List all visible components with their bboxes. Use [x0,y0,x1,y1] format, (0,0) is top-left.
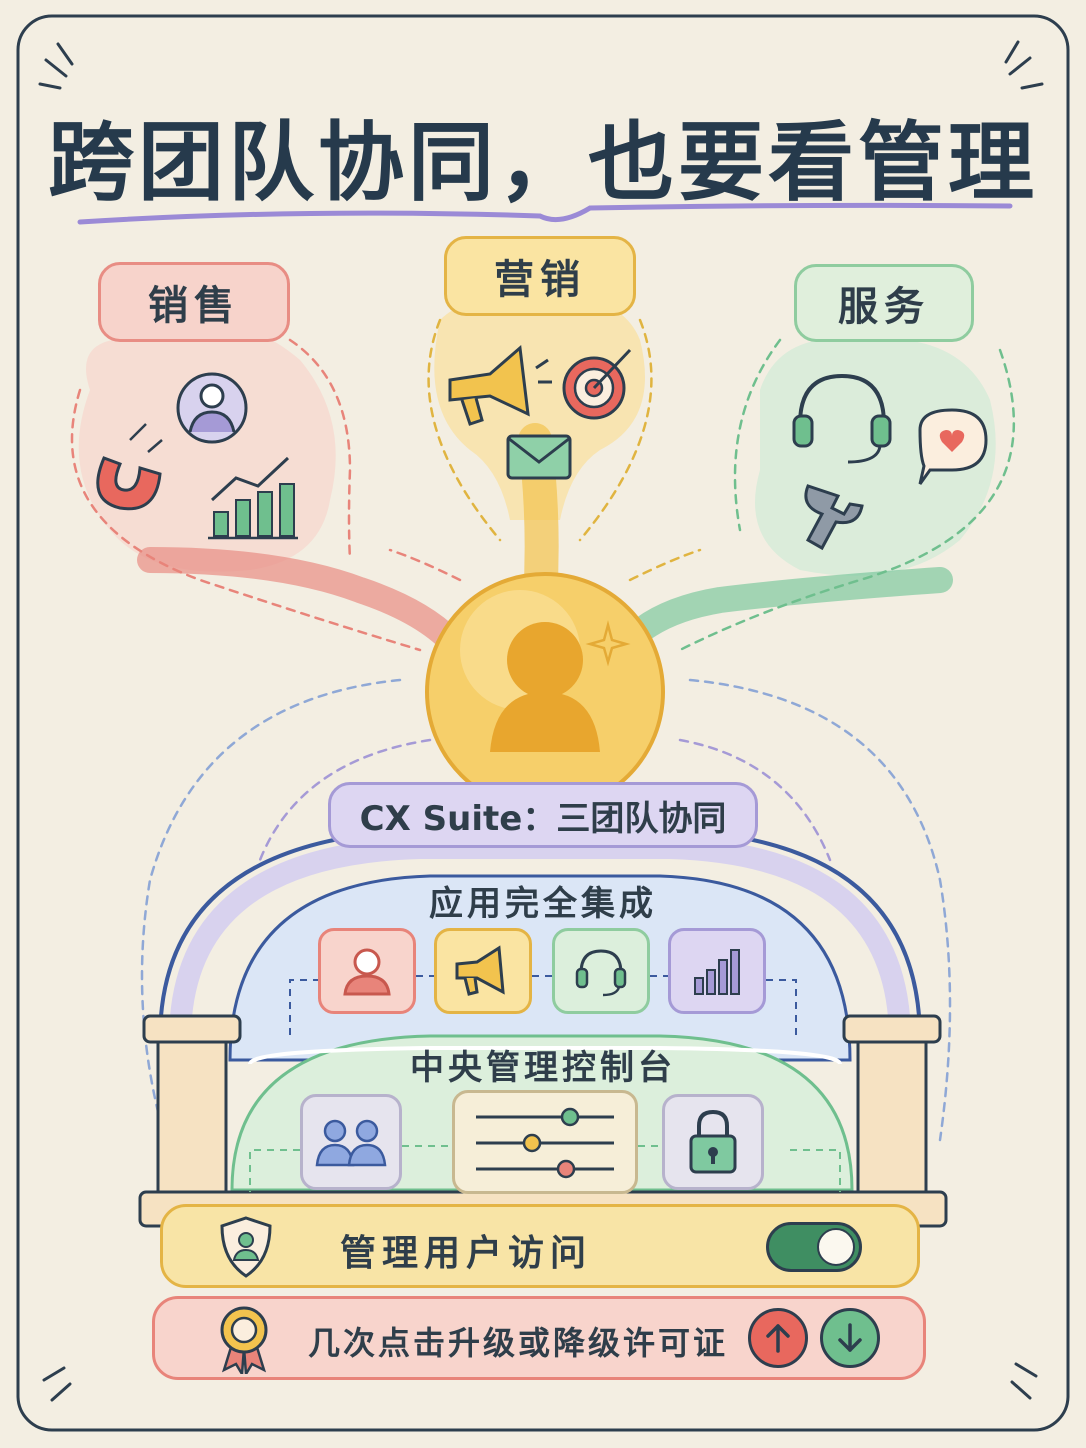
corner-sparks [38,40,1044,1402]
customer-icon [490,622,600,752]
right-pillar [856,1040,928,1194]
license-row [152,1296,926,1380]
apps-section-title: 应用完全集成 [429,884,657,924]
left-inner-arrow [258,738,432,862]
sales-ribbon [137,547,463,653]
sales-arrow-2 [288,338,352,562]
title-underline [77,202,1013,225]
outer-arch-fill [169,837,911,1041]
left-pillar [156,1040,228,1194]
headset-icon [792,373,892,464]
magnet-icon [96,423,163,511]
sliders-icon [476,1107,614,1179]
arrow-down-icon [838,1323,862,1352]
downgrade-license-button[interactable] [820,1308,880,1368]
access-toggle-knob [817,1228,855,1266]
user-group-icon [315,1119,387,1167]
marketing-cloud [434,297,645,520]
page-title: 跨团队协同，也要看管理 [48,113,1038,213]
manage-access-label: 管理用户访问 [340,1233,593,1274]
heart-chat-icon [918,408,988,485]
right-pillar-cap [842,1014,942,1044]
service-app-tile [552,928,650,1014]
bar-chart-icon [694,949,740,995]
apps-layer [228,874,852,1062]
marketing-arrow-1 [427,318,502,542]
analytics-app-tile [668,928,766,1014]
email-icon [506,434,572,480]
page-frame [16,14,1070,1432]
security-console-tile [662,1094,764,1190]
users-console-tile [300,1094,402,1190]
right-loop-arrow [688,678,952,1142]
wrench-icon [804,484,864,551]
sparkle-icon [585,620,631,667]
access-toggle[interactable] [766,1222,862,1272]
user-icon [343,948,391,996]
shield-user-icon [220,1216,272,1278]
upgrade-license-button[interactable] [748,1308,808,1368]
service-arrow-1 [733,338,782,532]
suite-label: CX Suite：三团队协同 [328,782,758,848]
service-ribbon [617,567,953,653]
marketing-arrow-3 [628,548,702,582]
user-circle-icon [176,372,248,444]
service-arrow-2 [678,348,1015,652]
license-label: 几次点击升级或降级许可证 [308,1324,729,1362]
megaphone-icon [448,345,552,426]
headset-icon [575,949,627,997]
service-team-label: 服务 [794,264,974,342]
marketing-arrow-2 [578,318,653,542]
console-section-title: 中央管理控制台 [410,1048,676,1088]
sales-team-label: 销售 [98,262,290,342]
settings-console-tile [452,1090,638,1194]
award-badge-icon [220,1306,268,1374]
sales-app-tile [318,928,416,1014]
megaphone-icon [455,945,505,996]
left-pillar-cap [142,1014,242,1044]
marketing-team-label: 营销 [444,236,636,316]
sales-arrow-3 [388,548,462,582]
growth-chart-icon [208,456,298,540]
target-icon [562,348,632,420]
arrow-up-icon [766,1324,790,1353]
lock-icon [689,1109,737,1174]
marketing-app-tile [434,928,532,1014]
service-cloud [755,338,996,576]
